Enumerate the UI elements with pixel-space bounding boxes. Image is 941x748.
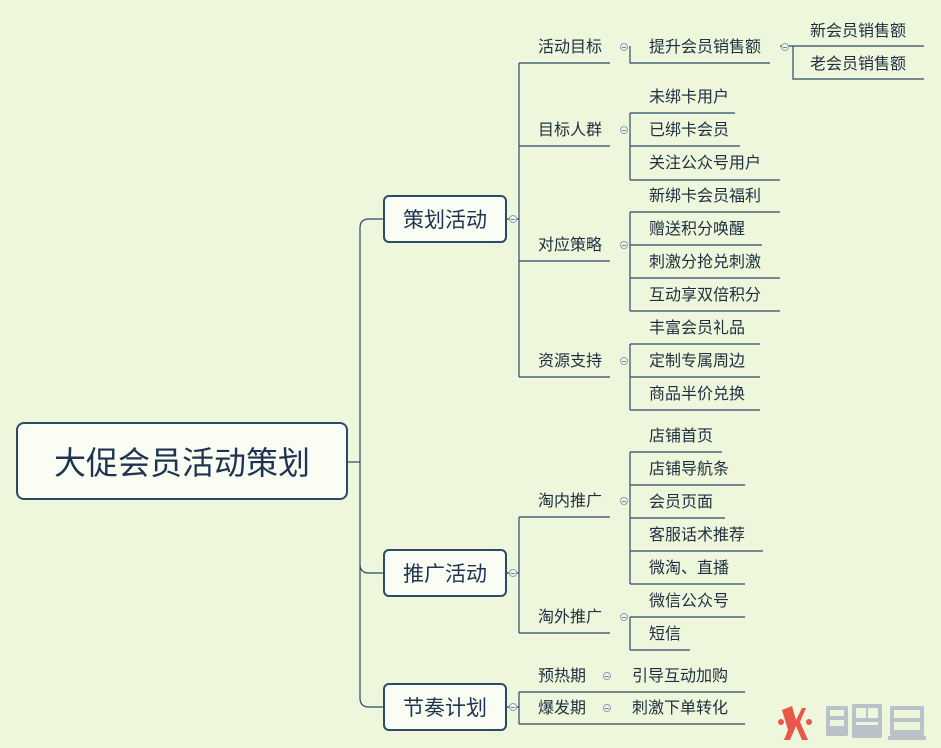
item-extra[interactable]: 短信: [649, 624, 682, 643]
collapse-icon[interactable]: [620, 613, 628, 621]
collapse-icon[interactable]: [620, 357, 628, 365]
collapse-icon[interactable]: [620, 126, 628, 134]
branch-planning[interactable]: 策划活动: [383, 195, 507, 243]
item-crowd[interactable]: 未绑卡用户: [649, 87, 730, 106]
item-resource[interactable]: 丰富会员礼品: [649, 318, 746, 337]
collapse-icon[interactable]: [509, 569, 517, 577]
item-strategy[interactable]: 互动享双倍积分: [649, 285, 762, 304]
group-intra[interactable]: 淘内推广: [538, 491, 603, 510]
main-spine: [359, 218, 383, 708]
item-extra[interactable]: 微信公众号: [649, 591, 730, 610]
group-burst[interactable]: 爆发期: [538, 698, 587, 717]
group-extra[interactable]: 淘外推广: [538, 607, 603, 626]
group-goal[interactable]: 活动目标: [538, 37, 603, 56]
item-goal[interactable]: 提升会员销售额: [649, 37, 762, 56]
item-intra[interactable]: 客服话术推荐: [649, 525, 746, 544]
group-preheat[interactable]: 预热期: [538, 666, 587, 685]
item-intra[interactable]: 会员页面: [649, 492, 714, 511]
collapse-icon[interactable]: [781, 43, 789, 51]
collapse-icon[interactable]: [603, 672, 611, 680]
collapse-icon[interactable]: [603, 704, 611, 712]
item-crowd[interactable]: 关注公众号用户: [649, 153, 762, 172]
group-crowd[interactable]: 目标人群: [538, 120, 603, 139]
collapse-icon[interactable]: [620, 497, 628, 505]
extra-connector: [629, 616, 745, 651]
item-strategy[interactable]: 赠送积分唤醒: [649, 219, 746, 238]
item-burst[interactable]: 刺激下单转化: [632, 698, 729, 717]
item-intra[interactable]: 店铺首页: [649, 426, 714, 445]
intra-connector: [629, 451, 763, 585]
item-resource[interactable]: 定制专属周边: [649, 351, 746, 370]
fire-fish-logo-icon: [778, 704, 926, 740]
item-preheat[interactable]: 引导互动加购: [632, 666, 729, 685]
branch1-spine: [507, 62, 610, 378]
group-resource[interactable]: 资源支持: [538, 351, 603, 370]
collapse-icon[interactable]: [509, 703, 517, 711]
item-crowd[interactable]: 已绑卡会员: [649, 120, 730, 139]
branch-promotion[interactable]: 推广活动: [383, 549, 507, 597]
item-intra[interactable]: 店铺导航条: [649, 459, 730, 478]
collapse-icon[interactable]: [620, 43, 628, 51]
sub-item[interactable]: 老会员销售额: [810, 54, 907, 73]
root-node[interactable]: 大促会员活动策划: [16, 422, 348, 500]
item-resource[interactable]: 商品半价兑换: [649, 384, 746, 403]
resource-connector: [629, 343, 760, 411]
sub-item[interactable]: 新会员销售额: [810, 21, 907, 40]
collapse-icon[interactable]: [620, 241, 628, 249]
branch-schedule[interactable]: 节奏计划: [383, 683, 507, 731]
item-strategy[interactable]: 新绑卡会员福利: [649, 186, 762, 205]
item-strategy[interactable]: 刺激分抢兑刺激: [649, 252, 762, 271]
item-intra[interactable]: 微淘、直播: [649, 558, 730, 577]
crowd-connector: [629, 112, 780, 181]
strategy-connector: [629, 211, 780, 312]
group-strategy[interactable]: 对应策略: [538, 235, 603, 254]
collapse-icon[interactable]: [509, 215, 517, 223]
